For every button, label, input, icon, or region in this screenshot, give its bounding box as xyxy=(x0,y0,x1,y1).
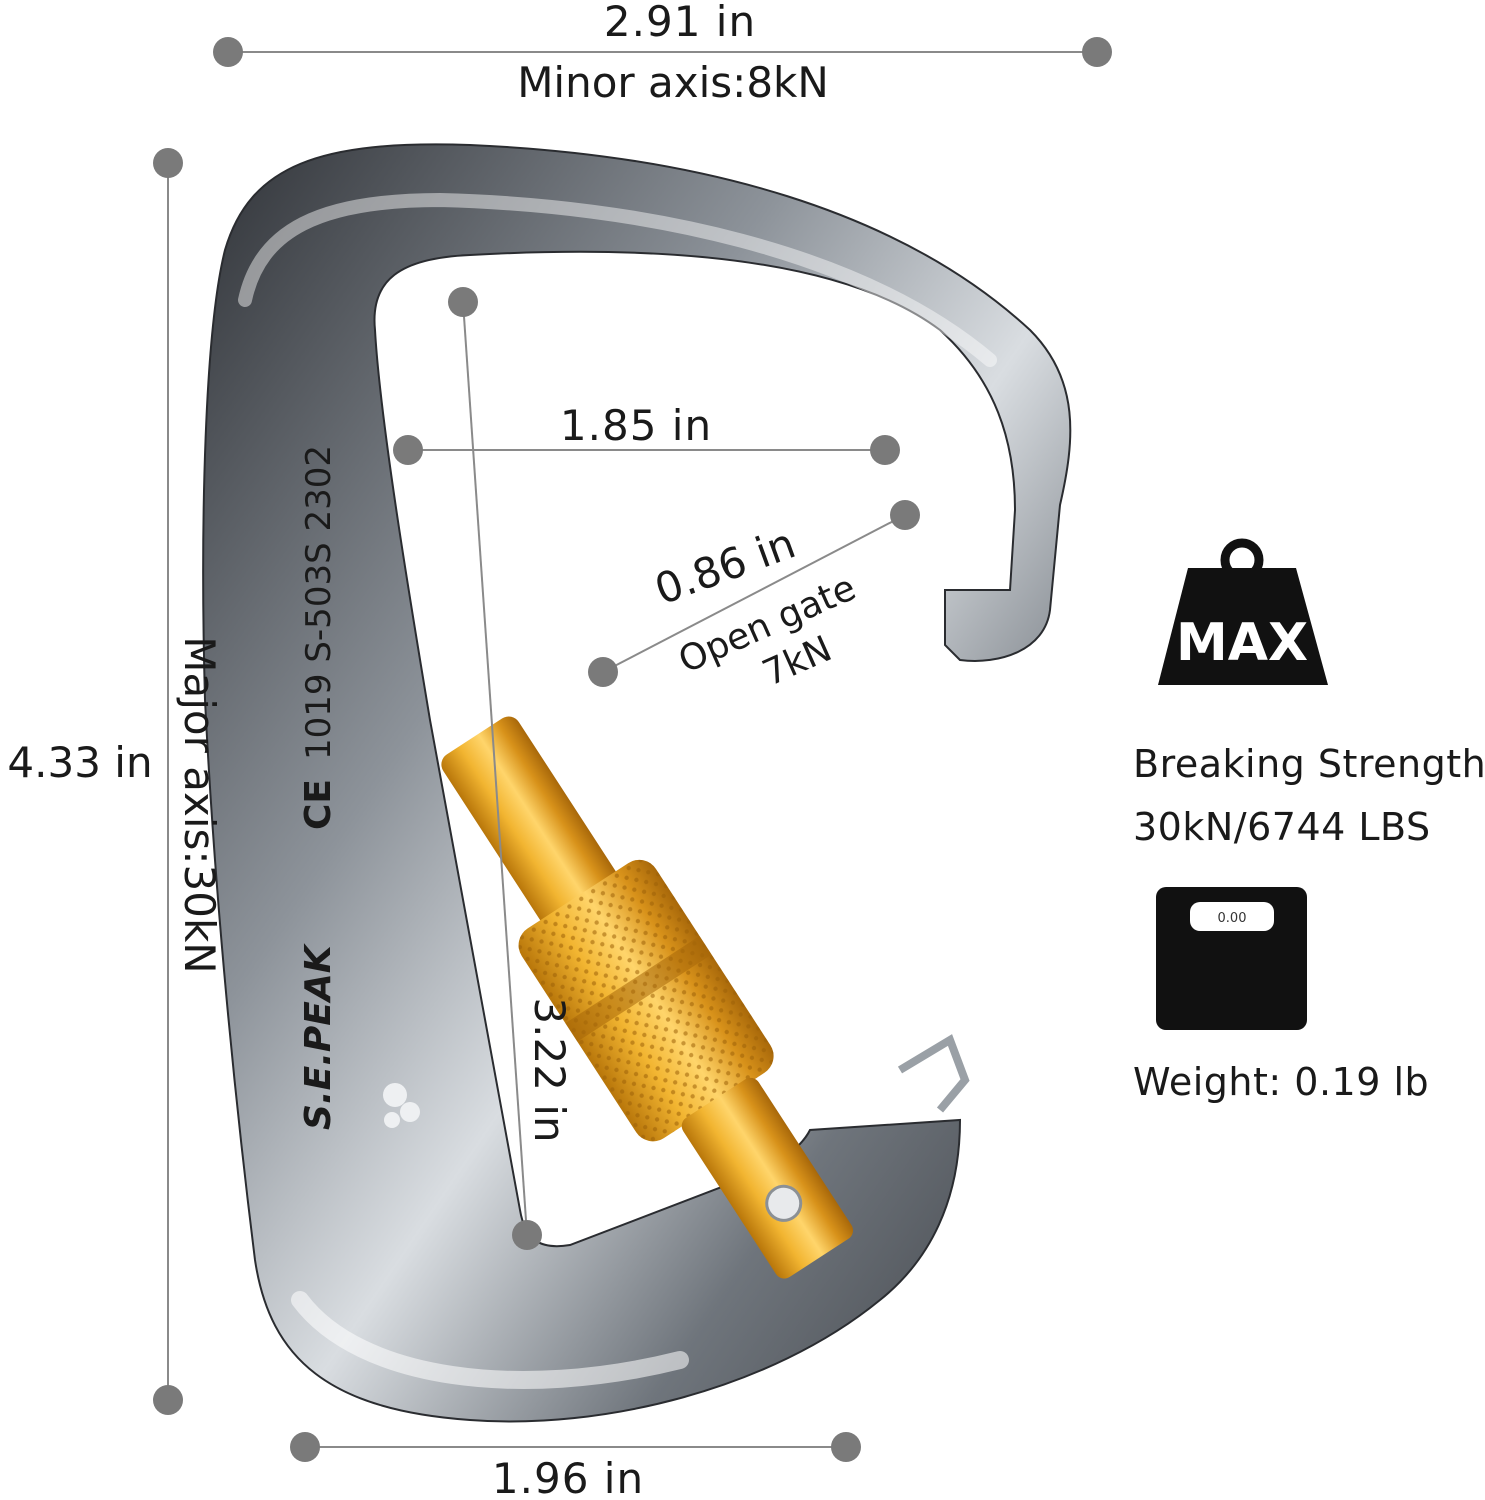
carabiner-gate xyxy=(441,716,970,1279)
inner-width-label: 1.85 in xyxy=(560,401,712,450)
dimension-dot xyxy=(890,500,920,530)
inner-length-line xyxy=(462,301,528,1236)
gate-opening-line xyxy=(602,514,906,673)
dimension-dot xyxy=(588,657,618,687)
ce-mark: CE xyxy=(298,779,339,830)
spine-engraving: S.E.PEAK CE 1019 S-503S 2302 xyxy=(298,445,339,1130)
scale-display-value: 0.00 xyxy=(1218,911,1247,926)
dimension-dot xyxy=(831,1432,861,1462)
gate-lower-sleeve xyxy=(681,1077,854,1279)
carabiner-bottom-highlight xyxy=(291,1291,689,1389)
gate-rivet xyxy=(765,1184,803,1222)
gate-wire-clip xyxy=(897,1034,970,1113)
major-axis-label: Major axis:30kN xyxy=(175,636,224,973)
dimension-dot xyxy=(153,148,183,178)
weighing-scale-icon: 0.00 xyxy=(1156,887,1307,1030)
dimension-dot xyxy=(153,1385,183,1415)
minor-axis-label: Minor axis:8kN xyxy=(517,58,829,107)
dimension-dot xyxy=(393,435,423,465)
dimension-dot xyxy=(213,37,243,67)
weight-label: Weight: 0.19 lb xyxy=(1133,1060,1430,1104)
max-weight-icon: MAX xyxy=(1158,538,1328,685)
carabiner-outer-shape xyxy=(202,143,1072,1423)
dimension-dot xyxy=(290,1432,320,1462)
dimension-endpoints xyxy=(153,37,1112,1462)
breaking-strength-value: 30kN/6744 LBS xyxy=(1133,805,1431,849)
dimension-dot xyxy=(512,1220,542,1250)
gate-upper-sleeve xyxy=(441,716,623,933)
model-code-engraving: 1019 S-503S 2302 xyxy=(299,445,339,760)
carabiner-frame: S.E.PEAK CE 1019 S-503S 2302 xyxy=(202,143,1072,1423)
overall-length-label: 4.33 in xyxy=(7,738,152,787)
brand-engraving: S.E.PEAK xyxy=(298,942,339,1130)
carabiner-highlight xyxy=(238,192,997,367)
breaking-strength-label: Breaking Strength: xyxy=(1133,742,1485,786)
overall-width-label: 2.91 in xyxy=(604,0,756,46)
dimension-dot xyxy=(1082,37,1112,67)
max-label: MAX xyxy=(1176,613,1308,673)
bottom-width-label: 1.96 in xyxy=(492,1454,644,1500)
brand-logo-icon xyxy=(383,1083,420,1128)
dimension-dot xyxy=(870,435,900,465)
inner-length-label: 3.22 in xyxy=(525,997,574,1142)
dimension-lines xyxy=(167,51,1097,1448)
dimension-dot xyxy=(448,287,478,317)
